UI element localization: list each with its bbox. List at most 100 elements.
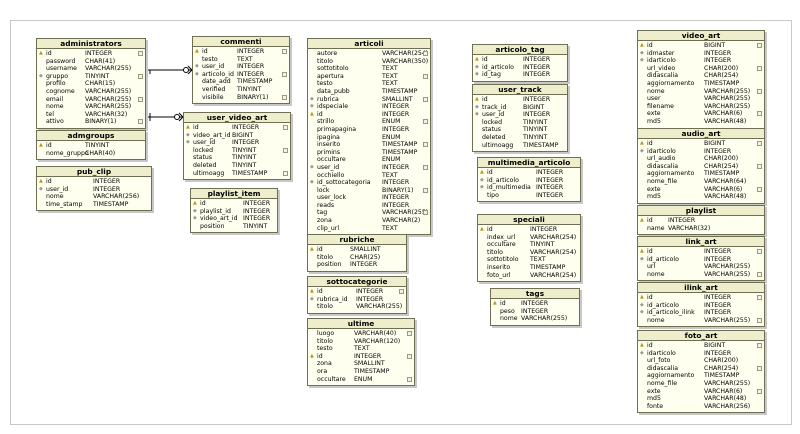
column-row[interactable]: ▲idINTEGER [37, 50, 145, 58]
column-row[interactable]: oraTIMESTAMP [308, 368, 414, 376]
column-row[interactable]: ◆id_articoloINTEGER [478, 177, 580, 185]
column-row[interactable]: ipaginaENUM [308, 134, 430, 142]
column-row[interactable]: ▲idINTEGER [478, 169, 580, 177]
column-row[interactable]: ▲idINTEGER [638, 294, 764, 302]
table-ilink-art[interactable]: ilink_art▲idINTEGER◆id_articoloINTEGER◆i… [637, 282, 765, 328]
column-row[interactable]: index_urlVARCHAR(254) [478, 234, 580, 242]
column-row[interactable]: titoloVARCHAR(255) [308, 303, 406, 311]
column-row[interactable]: testoTEXT [193, 56, 289, 64]
column-row[interactable]: zonaSMALLINT [308, 360, 414, 368]
column-row[interactable]: md5VARCHAR(48) [638, 193, 764, 201]
column-row[interactable]: didascaliaCHAR(254) [638, 72, 764, 80]
column-row[interactable]: readsINTEGER [308, 202, 430, 210]
column-row[interactable]: verifiedTINYINT [193, 86, 289, 94]
column-row[interactable]: ▲idBIGINT [638, 342, 764, 350]
column-row[interactable]: statusTINYINT [184, 154, 290, 162]
column-row[interactable]: ▲idINTEGER [638, 217, 764, 225]
column-row[interactable]: ◆idmasterINTEGER [638, 50, 764, 58]
column-row[interactable]: luogoVARCHAR(40) [308, 330, 414, 338]
column-row[interactable]: nomeVARCHAR(255) [638, 88, 764, 96]
column-row[interactable]: ▲idINTEGER [191, 200, 277, 208]
column-row[interactable]: inseritoTIMESTAMP [308, 141, 430, 149]
table-user-track[interactable]: user_track▲idINTEGER◆track_idBIGINT◆user… [472, 84, 568, 153]
column-row[interactable]: ▲idINTEGER [184, 124, 290, 132]
column-row[interactable]: ▲idBIGINT [638, 42, 764, 50]
column-row[interactable]: fonteVARCHAR(256) [638, 403, 764, 411]
column-row[interactable]: data_pubbTIMESTAMP [308, 88, 430, 96]
column-row[interactable]: ▲idINTEGER [308, 111, 430, 119]
column-row[interactable]: url_fotoCHAR(200) [638, 357, 764, 365]
column-row[interactable]: clip_urlTEXT [308, 225, 430, 233]
column-row[interactable]: passwordCHAR(41) [37, 58, 145, 66]
column-row[interactable]: deletedTINYINT [184, 162, 290, 170]
table-commenti[interactable]: commenti▲idINTEGERtestoTEXT◆user_idINTEG… [192, 36, 290, 105]
column-row[interactable]: sottotitoloTEXT [478, 256, 580, 264]
column-row[interactable]: ◆gruppoTINYINT [37, 73, 145, 81]
column-row[interactable]: nome_fileVARCHAR(64) [638, 178, 764, 186]
column-row[interactable]: emailVARCHAR(255) [37, 96, 145, 104]
column-row[interactable]: ▲idINTEGER [638, 248, 764, 256]
column-row[interactable]: foto_urlVARCHAR(254) [478, 272, 580, 280]
column-row[interactable]: nomeVARCHAR(255) [37, 103, 145, 111]
column-row[interactable]: nome_gruppoCHAR(40) [37, 150, 145, 158]
column-row[interactable]: ◆id_articoloINTEGER [473, 64, 567, 72]
table-articoli[interactable]: articoliautoreVARCHAR(254)titoloVARCHAR(… [307, 38, 431, 236]
table-playlist[interactable]: playlist▲idINTEGERnameVARCHAR(32) [637, 205, 765, 236]
column-row[interactable]: ▲idINTEGER [473, 56, 567, 64]
column-row[interactable]: ◆video_art_idBIGINT [184, 132, 290, 140]
column-row[interactable]: didascaliaCHAR(254) [638, 163, 764, 171]
column-row[interactable]: titoloVARCHAR(350) [308, 58, 430, 66]
column-row[interactable]: md5VARCHAR(48) [638, 395, 764, 403]
column-row[interactable]: nomeVARCHAR(255) [638, 317, 764, 325]
column-row[interactable]: exteVARCHAR(6) [638, 186, 764, 194]
column-row[interactable]: inseritoTIMESTAMP [478, 264, 580, 272]
column-row[interactable]: ▲idINTEGER [473, 96, 567, 104]
column-row[interactable]: time_stampTIMESTAMP [37, 201, 151, 209]
column-row[interactable]: urlVARCHAR(255) [638, 263, 764, 271]
column-row[interactable]: zonaVARCHAR(2) [308, 217, 430, 225]
column-row[interactable]: titoloCHAR(25) [308, 254, 406, 262]
column-row[interactable]: positionTINYINT [191, 223, 277, 231]
column-row[interactable]: occultareENUM [308, 376, 414, 384]
column-row[interactable]: ◆idarticoloINTEGER [638, 350, 764, 358]
column-row[interactable]: ◆id_tagINTEGER [473, 71, 567, 79]
column-row[interactable]: primapaginaINTEGER [308, 126, 430, 134]
column-row[interactable]: ◆idspecialeINTEGER [308, 103, 430, 111]
column-row[interactable]: visibileBINARY(1) [193, 94, 289, 102]
column-row[interactable]: ▲idINTEGER [491, 300, 579, 308]
table-foto-art[interactable]: foto_art▲idBIGINT◆idarticoloINTEGERurl_f… [637, 330, 765, 414]
column-row[interactable]: pesoINTEGER [491, 308, 579, 316]
column-row[interactable]: occultareTINYINT [478, 241, 580, 249]
table-sottocategorie[interactable]: sottocategorie▲idINTEGER◆rubrica_idINTEG… [307, 276, 407, 314]
column-row[interactable]: didascaliaCHAR(254) [638, 365, 764, 373]
column-row[interactable]: ◆id_multimediaINTEGER [478, 184, 580, 192]
column-row[interactable]: tipoINTEGER [478, 192, 580, 200]
column-row[interactable]: ▲idINTEGER [308, 353, 414, 361]
column-row[interactable]: titoloVARCHAR(254) [478, 249, 580, 257]
table-speciali[interactable]: speciali▲idINTEGERindex_urlVARCHAR(254)o… [477, 214, 581, 283]
column-row[interactable]: tagVARCHAR(255) [308, 209, 430, 217]
column-row[interactable]: ◆video_art_idINTEGER [191, 215, 277, 223]
column-row[interactable]: ▲idBIGINT [638, 140, 764, 148]
column-row[interactable]: ▲idINTEGER [193, 48, 289, 56]
column-row[interactable]: statusTINYINT [473, 126, 567, 134]
column-row[interactable]: lockBINARY(1) [308, 187, 430, 195]
column-row[interactable]: ultimoaggTIMESTAMP [184, 170, 290, 178]
table-playlist-item[interactable]: playlist_item▲idINTEGER◆playlist_idINTEG… [190, 188, 278, 234]
column-row[interactable]: ◆playlist_idINTEGER [191, 208, 277, 216]
column-row[interactable]: ultimoaggTIMESTAMP [473, 142, 567, 150]
column-row[interactable]: testoTEXT [308, 345, 414, 353]
column-row[interactable]: ◆id_articolo_ilinkINTEGER [638, 309, 764, 317]
column-row[interactable]: ▲idINTEGER [37, 178, 151, 186]
column-row[interactable]: cognomeVARCHAR(255) [37, 88, 145, 96]
table-articolo-tag[interactable]: articolo_tag▲idINTEGER◆id_articoloINTEGE… [472, 44, 568, 82]
column-row[interactable]: ◆rubrica_idINTEGER [308, 296, 406, 304]
column-row[interactable]: md5VARCHAR(48) [638, 118, 764, 126]
column-row[interactable]: url_videoCHAR(200) [638, 65, 764, 73]
column-row[interactable]: ◆idarticoloINTEGER [638, 57, 764, 65]
column-row[interactable]: user_lockINTEGER [308, 194, 430, 202]
column-row[interactable]: aggiornamentoTIMESTAMP [638, 170, 764, 178]
column-row[interactable]: exteVARCHAR(6) [638, 388, 764, 396]
column-row[interactable]: exteVARCHAR(6) [638, 110, 764, 118]
table-ultime[interactable]: ultimeluogoVARCHAR(40)titoloVARCHAR(120)… [307, 318, 415, 387]
